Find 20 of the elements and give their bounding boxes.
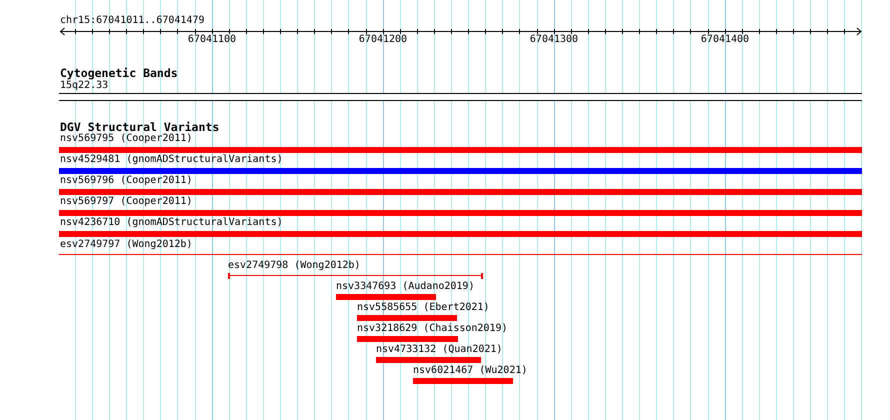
feature-label: nsv569796 (Cooper2011) — [60, 175, 192, 187]
feature-label: esv2749798 (Wong2012b) — [228, 260, 360, 272]
feature-label: nsv4529481 (gnomADStructuralVariants) — [60, 154, 283, 166]
track-title: DGV Structural Variants — [60, 121, 220, 134]
feature-label: nsv4236710 (gnomADStructuralVariants) — [60, 217, 283, 229]
feature-label: nsv569795 (Cooper2011) — [60, 133, 192, 145]
feature-label: nsv3347693 (Audano2019) — [336, 281, 474, 293]
band-label: 15q22.33 — [60, 80, 108, 92]
feature-label: nsv6021467 (Wu2021) — [413, 365, 528, 377]
tick-label: 67041300 — [530, 34, 578, 46]
feature-label: nsv3218629 (Chaisson2019) — [357, 323, 508, 335]
tick-label: 67041400 — [700, 34, 750, 46]
track-title: Cytogenetic Bands — [60, 67, 178, 80]
feature-label: nsv4733132 (Quan2021) — [376, 344, 502, 356]
tick-label: 67041200 — [358, 34, 408, 46]
feature-label: nsv5585655 (Ebert2021) — [357, 302, 490, 314]
feature-label: nsv569797 (Cooper2011) — [60, 196, 192, 208]
locus-label: chr15:67041011..67041479 — [60, 15, 204, 27]
feature-label: esv2749797 (Wong2012b) — [60, 239, 192, 251]
tick-label: 67041100 — [188, 34, 236, 46]
